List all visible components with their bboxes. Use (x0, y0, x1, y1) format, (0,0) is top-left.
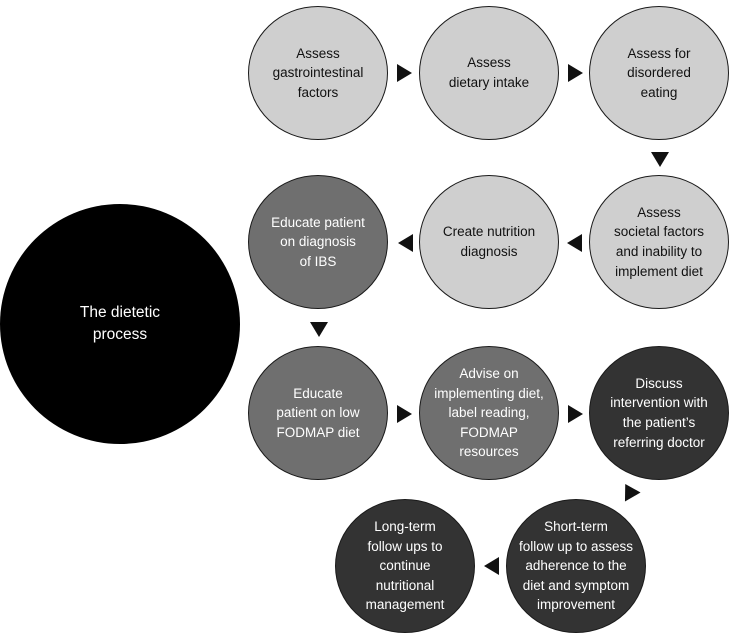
node-label: Create nutrition diagnosis (442, 224, 536, 259)
arrow-left-3 (484, 557, 499, 575)
node-label: Educate patient on low FODMAP diet (276, 385, 360, 440)
arrow-right-4 (568, 405, 583, 423)
arrow-right-1 (397, 64, 412, 82)
node-advise-on-implementing-diet: Advise on implementing diet, label readi… (419, 346, 559, 480)
node-short-term-follow-up: Short-term follow up to assess adherence… (506, 499, 646, 633)
arrow-right-3 (397, 405, 412, 423)
node-assess-dietary-intake: Assess dietary intake (419, 6, 559, 140)
node-label: Assess for disordered eating (627, 45, 691, 100)
node-label: Assess dietary intake (448, 55, 530, 90)
arrow-down-2 (310, 322, 328, 337)
node-educate-on-low-fodmap-diet: Educate patient on low FODMAP diet (248, 346, 388, 480)
node-assess-gastrointestinal-factors: Assess gastrointestinal factors (248, 6, 388, 140)
center-node-dietetic-process: The dietetic process (0, 204, 240, 444)
node-label: Assess gastrointestinal factors (272, 45, 364, 100)
arrow-right-2 (568, 64, 583, 82)
arrow-left-1 (567, 234, 582, 252)
center-node-label: The dietetic process (79, 303, 161, 343)
node-assess-societal-factors: Assess societal factors and inability to… (589, 175, 729, 309)
node-long-term-follow-ups: Long-term follow ups to continue nutriti… (335, 499, 475, 633)
node-assess-disordered-eating: Assess for disordered eating (589, 6, 729, 140)
node-discuss-with-referring-doctor: Discuss intervention with the patient’s … (589, 346, 729, 480)
node-educate-on-diagnosis-of-ibs: Educate patient on diagnosis of IBS (248, 175, 388, 309)
arrow-down-1 (651, 152, 669, 167)
node-label: Assess societal factors and inability to… (613, 204, 705, 279)
node-label: Long-term follow ups to continue nutriti… (365, 519, 445, 613)
node-label: Short-term follow up to assess adherence… (518, 519, 634, 613)
node-label: Educate patient on diagnosis of IBS (271, 214, 365, 269)
node-label: Advise on implementing diet, label readi… (434, 366, 544, 460)
node-create-nutrition-diagnosis: Create nutrition diagnosis (419, 175, 559, 309)
arrow-down-left (617, 479, 641, 502)
arrow-left-2 (398, 234, 413, 252)
node-label: Discuss intervention with the patient’s … (610, 375, 708, 450)
